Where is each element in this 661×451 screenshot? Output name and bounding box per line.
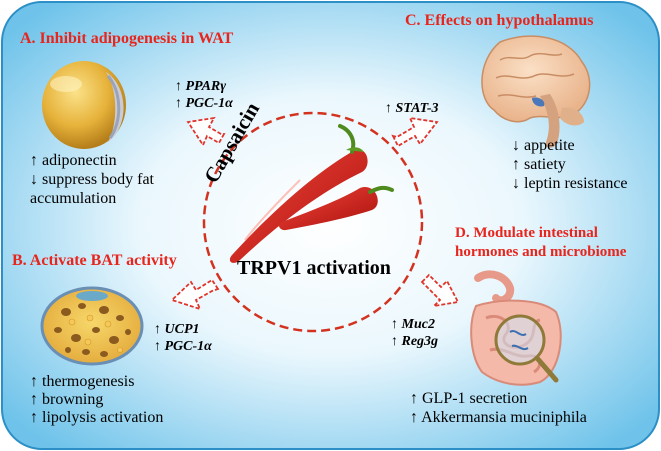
wat-marker-pparg: ↑ PPARγ [175, 79, 227, 94]
section-b-heading: B. Activate BAT activity [12, 252, 177, 269]
chili-pepper-icon [229, 124, 394, 263]
bat-effect-thermogenesis: ↑ thermogenesis [30, 373, 135, 390]
wat-effect-accumulation: accumulation [30, 190, 117, 207]
arrow-to-hypothalamus [391, 116, 439, 148]
wat-marker-pgc1a: ↑ PGC-1α [175, 96, 233, 111]
section-a-heading: A. Inhibit adipogenesis in WAT [20, 30, 234, 47]
hypothalamus-effect-satiety: ↑ satiety [512, 156, 566, 173]
wat-effect-adiponectin: ↑ adiponectin [30, 152, 117, 169]
intestine-effect-glp1: ↑ GLP-1 secretion [410, 390, 528, 407]
section-d-heading-line2: hormones and microbiome [455, 244, 627, 260]
intestine-marker-muc2: ↑ Muc2 [391, 317, 435, 332]
trpv1-label: TRPV1 activation [237, 257, 391, 279]
hypothalamus-effect-leptin: ↓ leptin resistance [512, 175, 628, 192]
brain-icon [481, 35, 591, 148]
hypothalamus-effect-appetite: ↓ appetite [512, 137, 575, 154]
intestine-marker-reg3g: ↑ Reg3g [391, 334, 439, 349]
section-d-heading-line1: D. Modulate intestinal [455, 225, 598, 241]
arrow-to-intestine [420, 273, 460, 308]
intestine-effect-akkermansia: ↑ Akkermansia muciniphila [410, 409, 587, 426]
arrow-to-wat [186, 116, 226, 147]
arrow-to-bat [170, 278, 220, 311]
bat-marker-pgc1a: ↑ PGC-1α [154, 339, 212, 354]
intestine-icon [470, 270, 562, 386]
center-circle [202, 111, 424, 333]
white-adipocyte-icon [42, 61, 126, 149]
bat-marker-ucp1: ↑ UCP1 [154, 322, 200, 337]
wat-effect-body-fat: ↓ suppress body fat [30, 171, 154, 188]
bat-effect-lipolysis: ↑ lipolysis activation [30, 409, 164, 426]
section-c-heading: C. Effects on hypothalamus [405, 12, 594, 29]
bat-effect-browning: ↑ browning [30, 391, 104, 408]
brown-adipose-tissue-icon [40, 286, 144, 366]
hypothalamus-marker-stat3: ↑ STAT-3 [385, 101, 439, 116]
